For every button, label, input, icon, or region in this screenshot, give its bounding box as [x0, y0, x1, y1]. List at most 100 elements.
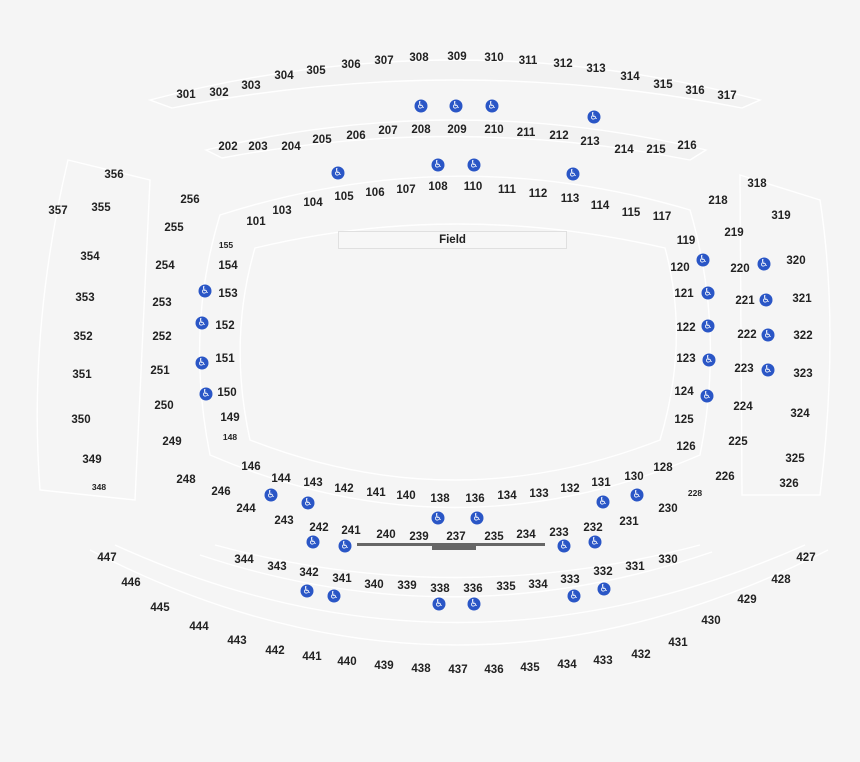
- section-246[interactable]: 246: [211, 486, 231, 498]
- section-240[interactable]: 240: [376, 529, 396, 541]
- section-215[interactable]: 215: [646, 144, 666, 156]
- section-331[interactable]: 331: [625, 561, 645, 573]
- section-352[interactable]: 352: [73, 331, 93, 343]
- section-244[interactable]: 244: [236, 503, 256, 515]
- section-343[interactable]: 343: [267, 561, 287, 573]
- section-206[interactable]: 206: [346, 130, 366, 142]
- section-342[interactable]: 342: [299, 567, 319, 579]
- section-330[interactable]: 330: [658, 554, 678, 566]
- section-430[interactable]: 430: [701, 615, 721, 627]
- section-141[interactable]: 141: [366, 487, 386, 499]
- section-218[interactable]: 218: [708, 195, 728, 207]
- section-202[interactable]: 202: [218, 141, 238, 153]
- section-140[interactable]: 140: [396, 490, 416, 502]
- section-212[interactable]: 212: [549, 130, 569, 142]
- section-144[interactable]: 144: [271, 473, 291, 485]
- section-155[interactable]: 155: [218, 240, 234, 250]
- section-131[interactable]: 131: [591, 477, 611, 489]
- section-321[interactable]: 321: [792, 293, 812, 305]
- section-318[interactable]: 318: [747, 178, 767, 190]
- section-434[interactable]: 434: [557, 659, 577, 671]
- section-130[interactable]: 130: [624, 471, 644, 483]
- section-435[interactable]: 435: [520, 662, 540, 674]
- section-355[interactable]: 355: [91, 202, 111, 214]
- section-237[interactable]: 237: [446, 531, 466, 543]
- section-150[interactable]: 150: [217, 387, 237, 399]
- section-356[interactable]: 356: [104, 169, 124, 181]
- section-445[interactable]: 445: [150, 602, 170, 614]
- section-301[interactable]: 301: [176, 89, 196, 101]
- section-126[interactable]: 126: [676, 441, 696, 453]
- section-428[interactable]: 428: [771, 574, 791, 586]
- section-223[interactable]: 223: [734, 363, 754, 375]
- section-117[interactable]: 117: [652, 211, 672, 223]
- section-305[interactable]: 305: [306, 65, 326, 77]
- section-112[interactable]: 112: [528, 188, 548, 200]
- section-256[interactable]: 256: [180, 194, 200, 206]
- section-122[interactable]: 122: [676, 322, 696, 334]
- section-224[interactable]: 224: [733, 401, 753, 413]
- section-254[interactable]: 254: [155, 260, 175, 272]
- section-136[interactable]: 136: [465, 493, 485, 505]
- section-436[interactable]: 436: [484, 664, 504, 676]
- section-303[interactable]: 303: [241, 80, 261, 92]
- section-204[interactable]: 204: [281, 141, 301, 153]
- section-336[interactable]: 336: [463, 583, 483, 595]
- section-121[interactable]: 121: [674, 288, 694, 300]
- section-239[interactable]: 239: [409, 531, 429, 543]
- section-153[interactable]: 153: [218, 288, 238, 300]
- section-338[interactable]: 338: [430, 583, 450, 595]
- section-103[interactable]: 103: [272, 205, 292, 217]
- section-320[interactable]: 320: [786, 255, 806, 267]
- section-233[interactable]: 233: [549, 527, 569, 539]
- section-242[interactable]: 242: [309, 522, 329, 534]
- section-216[interactable]: 216: [677, 140, 697, 152]
- section-309[interactable]: 309: [447, 51, 467, 63]
- section-302[interactable]: 302: [209, 87, 229, 99]
- section-222[interactable]: 222: [737, 329, 757, 341]
- section-354[interactable]: 354: [80, 251, 100, 263]
- section-351[interactable]: 351: [72, 369, 92, 381]
- section-138[interactable]: 138: [430, 493, 450, 505]
- section-226[interactable]: 226: [715, 471, 735, 483]
- section-151[interactable]: 151: [215, 353, 235, 365]
- section-134[interactable]: 134: [497, 490, 517, 502]
- section-113[interactable]: 113: [560, 193, 580, 205]
- section-243[interactable]: 243: [274, 515, 294, 527]
- section-104[interactable]: 104: [303, 197, 323, 209]
- section-220[interactable]: 220: [730, 263, 750, 275]
- section-115[interactable]: 115: [621, 207, 641, 219]
- section-225[interactable]: 225: [728, 436, 748, 448]
- section-310[interactable]: 310: [484, 52, 504, 64]
- section-248[interactable]: 248: [176, 474, 196, 486]
- section-125[interactable]: 125: [674, 414, 694, 426]
- section-348[interactable]: 348: [91, 482, 107, 492]
- section-255[interactable]: 255: [164, 222, 184, 234]
- section-444[interactable]: 444: [189, 621, 209, 633]
- section-315[interactable]: 315: [653, 79, 673, 91]
- section-128[interactable]: 128: [653, 462, 673, 474]
- section-440[interactable]: 440: [337, 656, 357, 668]
- section-441[interactable]: 441: [302, 651, 322, 663]
- section-250[interactable]: 250: [154, 400, 174, 412]
- section-439[interactable]: 439: [374, 660, 394, 672]
- section-443[interactable]: 443: [227, 635, 247, 647]
- section-105[interactable]: 105: [334, 191, 354, 203]
- section-249[interactable]: 249: [162, 436, 182, 448]
- section-427[interactable]: 427: [796, 552, 816, 564]
- section-114[interactable]: 114: [590, 200, 610, 212]
- section-110[interactable]: 110: [463, 181, 483, 193]
- section-234[interactable]: 234: [516, 529, 536, 541]
- section-326[interactable]: 326: [779, 478, 799, 490]
- section-319[interactable]: 319: [771, 210, 791, 222]
- section-253[interactable]: 253: [152, 297, 172, 309]
- section-142[interactable]: 142: [334, 483, 354, 495]
- section-431[interactable]: 431: [668, 637, 688, 649]
- section-205[interactable]: 205: [312, 134, 332, 146]
- section-304[interactable]: 304: [274, 70, 294, 82]
- section-221[interactable]: 221: [735, 295, 755, 307]
- section-209[interactable]: 209: [447, 124, 467, 136]
- section-207[interactable]: 207: [378, 125, 398, 137]
- section-120[interactable]: 120: [670, 262, 690, 274]
- section-146[interactable]: 146: [241, 461, 261, 473]
